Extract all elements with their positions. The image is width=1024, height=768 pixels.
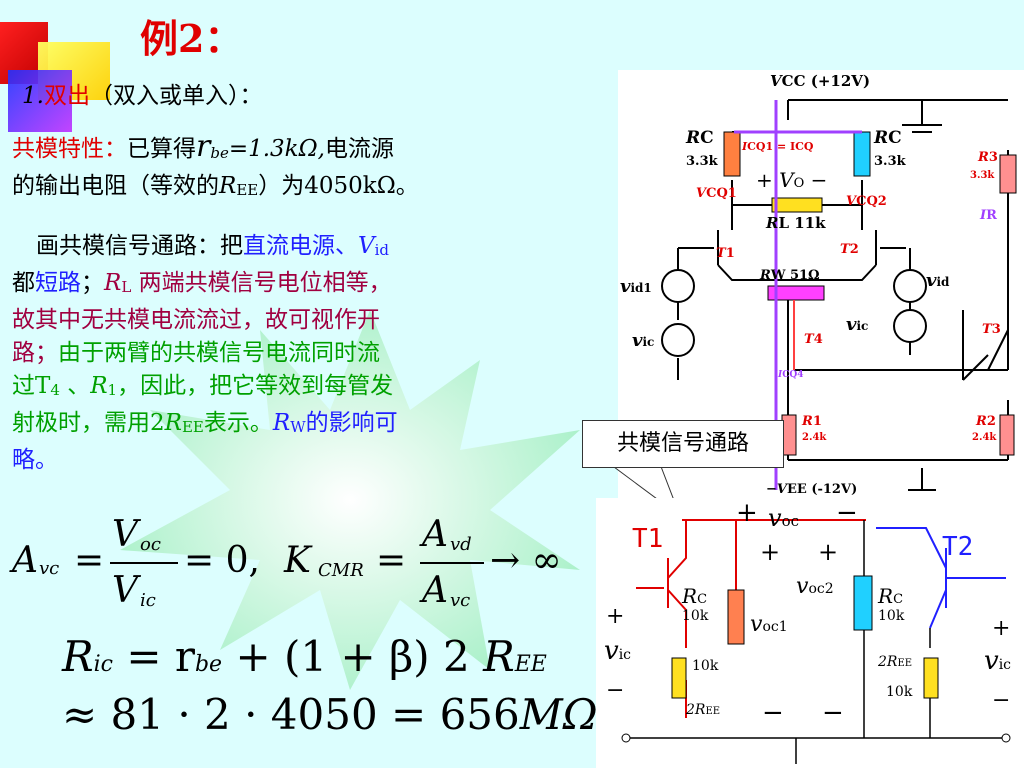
circuit-label: R1 (802, 414, 822, 429)
circuit-label: voc1 (750, 612, 788, 637)
circuit-label: RL 11k (766, 214, 826, 232)
circuit-label: vic (632, 330, 655, 351)
circuit-lines (661, 99, 1017, 491)
callout-common-mode-path: 共模信号通路 (582, 420, 784, 468)
circuit-label: IR (980, 208, 997, 223)
circuit-label: + (606, 604, 625, 629)
circuit-label: T3 (982, 322, 1001, 337)
fraction-bar (420, 562, 484, 564)
circuit-label: vid (926, 270, 950, 291)
paragraph-signal-path: 画共模信号通路：把直流电源、Vid 都短路；RL 两端共模信号电位相等， 故其中… (12, 233, 398, 473)
circuit-label: RC (874, 128, 902, 148)
circuit-label: + (736, 498, 758, 528)
circuit-diagram-equivalent: + voc − T1 T2 + + voc2 RC 10k voc1 RC 10… (596, 498, 1024, 768)
equiv-circuit-lines (621, 519, 1011, 764)
circuit-label: T4 (804, 332, 823, 347)
circuit-label: 3.3k (686, 154, 718, 169)
circuit-label: 3.3k (970, 170, 995, 181)
circuit-label: − (606, 678, 625, 703)
circuit-label: T1 (632, 524, 664, 554)
circuit-label: vic (846, 314, 869, 335)
circuit-label: 2REE (686, 702, 721, 718)
circuit-label: 2REE (878, 654, 913, 670)
circuit-label: 10k (692, 658, 719, 674)
circuit-label: + (818, 538, 839, 566)
circuit-label: − (836, 498, 858, 528)
line-double-output: 1.双出（双入或单入）： (22, 83, 263, 109)
circuit-label: vic (984, 646, 1012, 676)
paragraph-common-mode: 共模特性：已算得rbe=1.3kΩ,电流源 的输出电阻（等效的REE）为4050… (12, 129, 419, 199)
circuit-label: VCQ1 (696, 186, 737, 201)
circuit-label: vic (604, 636, 632, 666)
circuit-label: VCQ2 (846, 194, 887, 209)
circuit-label: 10k (682, 608, 709, 624)
circuit-label: ICQ1 = ICQ (742, 140, 814, 153)
circuit-label: + (760, 538, 781, 566)
circuit-label: 2.4k (972, 432, 997, 443)
circuit-label: RC (682, 584, 708, 608)
circuit-label: RC (878, 584, 904, 608)
circuit-label: R2 (976, 414, 996, 429)
circuit-label: voc2 (796, 574, 834, 599)
star-burst-shape (120, 310, 580, 690)
circuit-label: VCC (+12V) (770, 72, 871, 90)
circuit-label: −VEE (-12V) (766, 482, 858, 497)
circuit-label: 10k (886, 684, 913, 700)
circuit-label: T1 (716, 246, 735, 261)
circuit-label: 3.3k (874, 154, 906, 169)
circuit-label: ICQ4 (778, 370, 804, 380)
slide-title: 例2： (140, 16, 243, 61)
circuit-label: T2 (840, 242, 859, 257)
circuit-label: T2 (942, 532, 974, 562)
circuit-label: − (822, 698, 844, 728)
circuit-label: + (992, 616, 1011, 641)
circuit-label: − (992, 688, 1011, 713)
circuit-label: R3 (978, 150, 998, 165)
circuit-label: 2.4k (802, 432, 827, 443)
circuit-label: RC (686, 128, 714, 148)
circuit-label: voc (768, 504, 799, 532)
circuit-label: − (762, 698, 784, 728)
circuit-label: vid1 (620, 276, 652, 297)
equation-ric: Ric = rbe + (1 + β) 2 REE (62, 632, 547, 681)
decor-purple-square (8, 70, 72, 132)
fraction-bar (110, 562, 178, 564)
equation-result: ≈ 81 · 2 · 4050 = 656MΩ (62, 690, 598, 739)
circuit-label: + VO − (756, 168, 828, 192)
circuit-label: 10k (878, 608, 905, 624)
circuit-diagram-full: VCC (+12V) RC 3.3k RC 3.3k ICQ1 = ICQ + … (618, 70, 1024, 498)
circuit-label: RW 51Ω (760, 268, 820, 283)
